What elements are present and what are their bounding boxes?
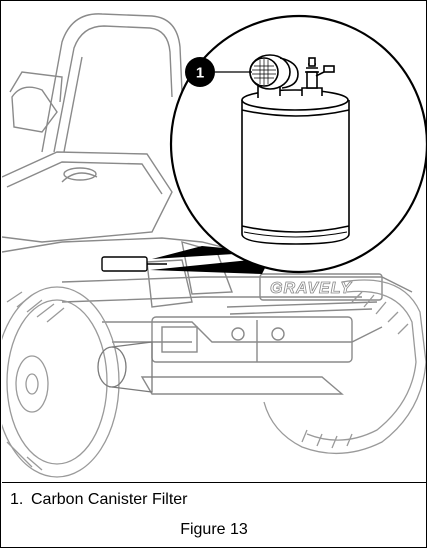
figure-legend: 1. Carbon Canister Filter: [2, 482, 426, 512]
legend-text: Carbon Canister Filter: [31, 491, 188, 508]
legend-number: 1.: [10, 491, 24, 508]
carbon-canister-filter: [241, 54, 350, 245]
brand-decal: GRAVELY: [270, 280, 352, 297]
right-tire: [263, 279, 426, 455]
canister-location: [101, 256, 167, 272]
callout-1: 1: [185, 57, 252, 87]
mower-illustration: GRAVELY: [2, 13, 426, 478]
detail-leader: [152, 246, 267, 259]
svg-text:1: 1: [196, 65, 204, 82]
left-tire: [2, 286, 120, 478]
figure-caption: Figure 13: [180, 521, 248, 538]
